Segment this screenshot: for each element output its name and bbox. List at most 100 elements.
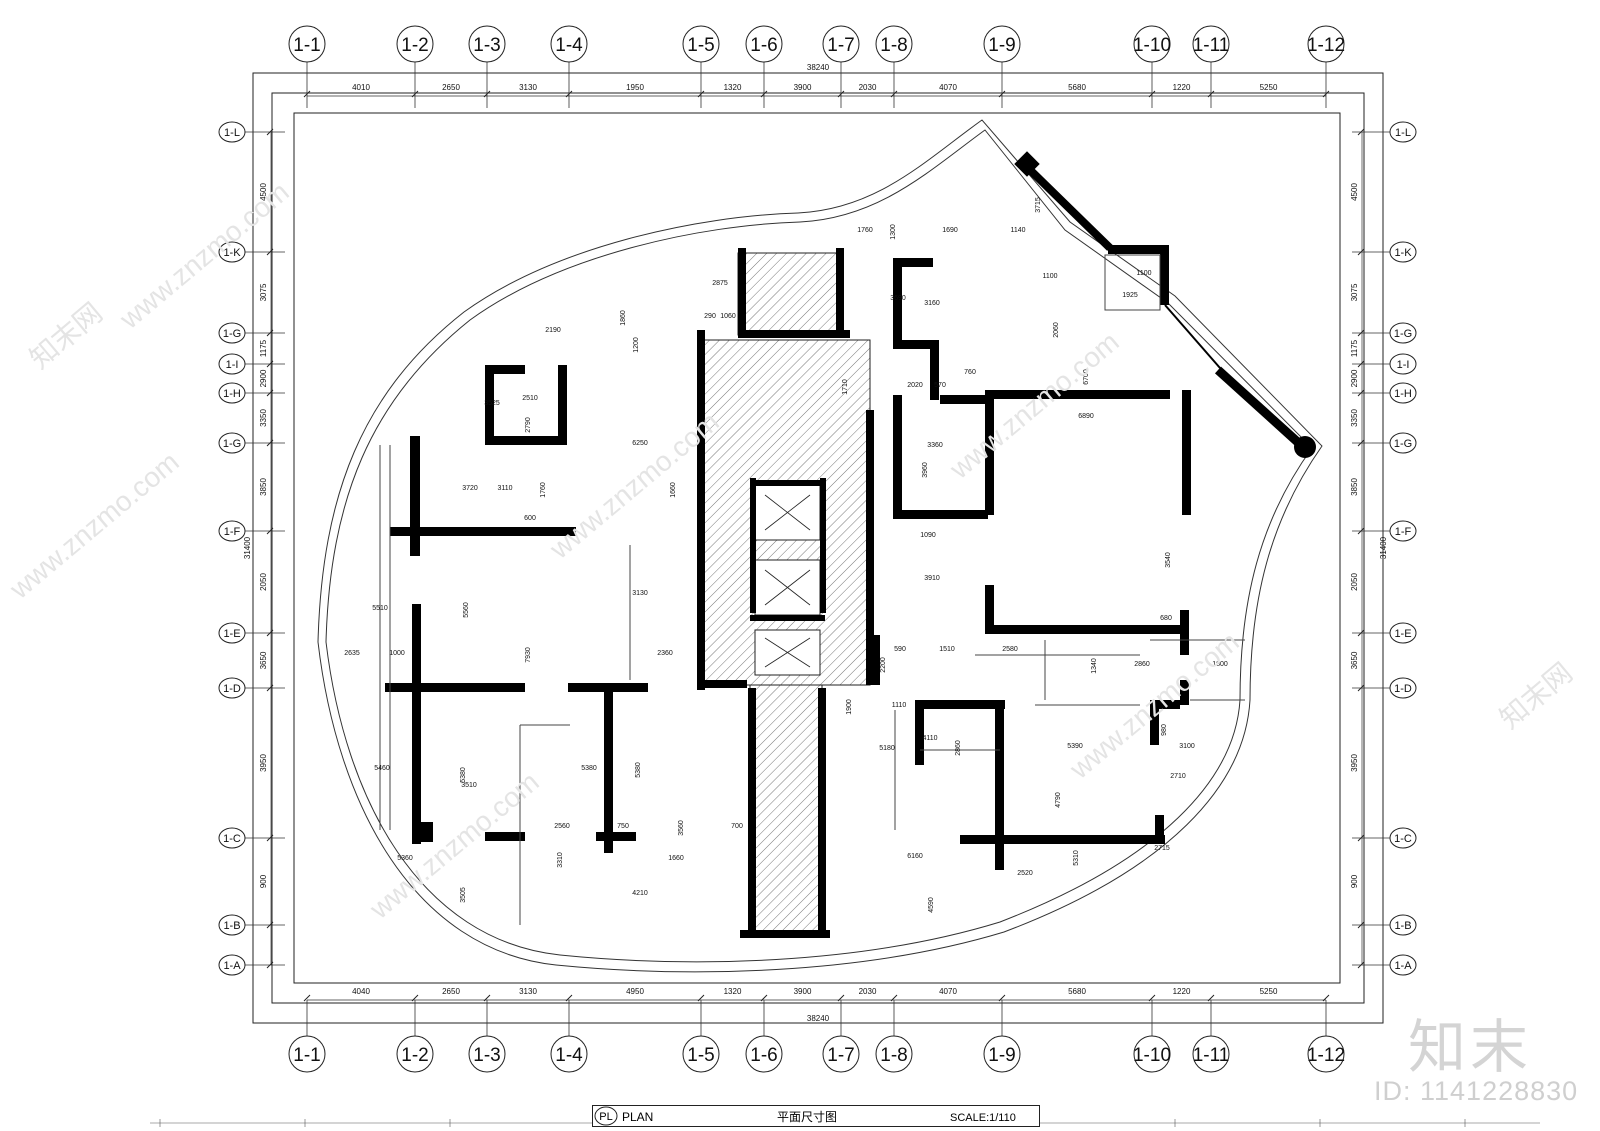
grid-label: 1-5 bbox=[687, 1045, 714, 1066]
dimension-label: 3850 bbox=[1350, 478, 1359, 496]
interior-dimension: 1860 bbox=[620, 310, 627, 326]
grid-label: 1-9 bbox=[988, 1045, 1015, 1066]
grid-label: 1-7 bbox=[827, 1045, 854, 1066]
grid-label: 1-7 bbox=[827, 35, 854, 56]
dimension-label: 1320 bbox=[724, 987, 742, 996]
interior-dimension: 1925 bbox=[1122, 292, 1138, 299]
interior-dimension: 2860 bbox=[1134, 661, 1150, 668]
interior-dimension: 760 bbox=[964, 369, 976, 376]
grid-label: 1-L bbox=[1395, 127, 1411, 139]
grid-bubble-1-B: 1-B bbox=[218, 914, 285, 936]
dimension-label: 3350 bbox=[259, 409, 268, 427]
interior-dimension: 980 bbox=[1161, 724, 1168, 736]
interior-dimension: 2520 bbox=[1017, 870, 1033, 877]
watermark-text: www.znzmo.com bbox=[943, 326, 1125, 485]
interior-dimension: 1510 bbox=[939, 646, 955, 653]
grid-label: 1-G bbox=[223, 438, 241, 450]
dimension-label: 900 bbox=[1350, 874, 1359, 888]
grid-bubble-1-1: 1-1 bbox=[288, 1000, 326, 1073]
dimension-label: 3850 bbox=[259, 478, 268, 496]
inner-frame bbox=[271, 92, 1365, 1004]
interior-dimension: 1100 bbox=[1042, 273, 1057, 280]
dimension-label: 4500 bbox=[1350, 183, 1359, 201]
dimension-label: 4040 bbox=[352, 987, 370, 996]
sheet-frame bbox=[293, 112, 1341, 984]
grid-label: 1-6 bbox=[750, 35, 777, 56]
grid-label: 1-C bbox=[223, 833, 241, 845]
interior-dimension: 1340 bbox=[1091, 658, 1098, 674]
watermark-id: ID: 1141228830 bbox=[1374, 1076, 1579, 1106]
interior-dimension: 6160 bbox=[907, 853, 923, 860]
interior-dimension: 5360 bbox=[397, 855, 413, 862]
grid-label: 1-K bbox=[223, 247, 241, 259]
column-round bbox=[1294, 436, 1316, 458]
dimension-label: 1175 bbox=[259, 339, 268, 357]
interior-dimension: 2790 bbox=[525, 417, 532, 433]
grid-bubble-1-B: 1-B bbox=[1352, 914, 1417, 936]
interior-dimension: 1140 bbox=[1010, 227, 1025, 234]
grid-bubble-1-E: 1-E bbox=[1352, 622, 1417, 644]
dimension-label: 2050 bbox=[1350, 573, 1359, 591]
grid-bubble-1-K: 1-K bbox=[218, 241, 285, 263]
interior-dimension: 5390 bbox=[1067, 743, 1083, 750]
grid-label: 1-10 bbox=[1133, 35, 1171, 56]
grid-label: 1-4 bbox=[555, 35, 583, 56]
grid-bubble-1-D: 1-D bbox=[1352, 677, 1417, 699]
dimension-label: 2030 bbox=[859, 987, 877, 996]
dimension-label: 5680 bbox=[1068, 987, 1086, 996]
interior-dimension: 2860 bbox=[955, 740, 962, 756]
dimension-label: 4070 bbox=[939, 83, 957, 92]
interior-dimension: 3910 bbox=[924, 575, 940, 582]
grid-label: 1-11 bbox=[1193, 35, 1230, 56]
diagonal-walls bbox=[1022, 162, 1306, 450]
grid-bubble-1-7: 1-7 bbox=[822, 1000, 860, 1073]
grid-label: 1-I bbox=[226, 359, 239, 371]
watermark-text: 知末网 bbox=[1494, 657, 1578, 735]
grid-label: 1-K bbox=[1394, 247, 1412, 259]
dimension-label: 1950 bbox=[626, 83, 644, 92]
interior-dimension: 3505 bbox=[460, 887, 467, 903]
grid-label: 1-F bbox=[1395, 526, 1412, 538]
title-tag: PL bbox=[599, 1111, 612, 1123]
dimension-label: 3650 bbox=[1350, 651, 1359, 669]
interior-dimension: 3110 bbox=[497, 485, 512, 492]
grid-bubble-1-1: 1-1 bbox=[288, 25, 326, 108]
grid-bubble-1-3: 1-3 bbox=[468, 1000, 506, 1073]
grid-label: 1-2 bbox=[401, 35, 428, 56]
grid-label: 1-8 bbox=[880, 35, 907, 56]
grid-label: 1-D bbox=[1394, 683, 1412, 695]
dimension-label: 4070 bbox=[939, 987, 957, 996]
interior-dimension: 6890 bbox=[1078, 413, 1094, 420]
dimension-label: 4010 bbox=[352, 83, 370, 92]
interior-dimension: 3100 bbox=[1179, 743, 1195, 750]
core-hatch bbox=[699, 252, 871, 936]
interior-dimension: 590 bbox=[894, 646, 906, 653]
interior-dimension: 3130 bbox=[632, 590, 648, 597]
grid-bubble-1-12: 1-12 bbox=[1307, 25, 1345, 108]
left-total-dimension: 31400 bbox=[243, 536, 252, 559]
dimension-label: 3075 bbox=[1350, 283, 1359, 301]
interior-dimension: 1000 bbox=[389, 650, 405, 657]
interior-dimension: 1660 bbox=[670, 482, 677, 498]
grid-label: 1-B bbox=[1394, 920, 1411, 932]
grid-bubble-1-5: 1-5 bbox=[682, 1000, 720, 1073]
watermark-text: www.znzmo.com bbox=[1063, 626, 1245, 785]
row-bubbles-left: 1-L1-K1-G1-I1-H1-G1-F1-E1-D1-C1-B1-A bbox=[218, 121, 285, 976]
right-total-dimension: 31400 bbox=[1379, 536, 1388, 559]
grid-label: 1-1 bbox=[293, 1045, 320, 1066]
interior-dimension: 3715 bbox=[1035, 197, 1042, 213]
dimension-label: 4950 bbox=[626, 987, 644, 996]
grid-bubble-1-6: 1-6 bbox=[745, 25, 783, 108]
dimension-label: 2650 bbox=[442, 987, 460, 996]
interior-dimension: 3560 bbox=[678, 820, 685, 836]
grid-label: 1-5 bbox=[687, 35, 714, 56]
grid-bubble-1-8: 1-8 bbox=[875, 25, 913, 108]
interior-dimension: 1660 bbox=[668, 855, 684, 862]
thin-partitions bbox=[379, 254, 1245, 925]
grid-label: 1-A bbox=[1394, 960, 1412, 972]
dimension-label: 2050 bbox=[259, 573, 268, 591]
interior-dimension: 3690 bbox=[890, 295, 906, 302]
grid-label: 1-9 bbox=[988, 35, 1015, 56]
grid-bubble-1-K: 1-K bbox=[1352, 241, 1417, 263]
dimension-label: 5250 bbox=[1260, 83, 1278, 92]
